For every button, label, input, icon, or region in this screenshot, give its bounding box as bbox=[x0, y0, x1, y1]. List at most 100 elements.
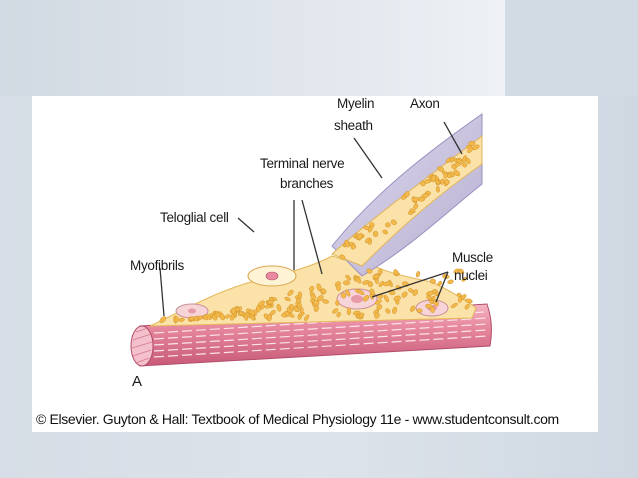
vesicle bbox=[296, 298, 302, 304]
vesicle bbox=[465, 157, 471, 165]
vesicle bbox=[464, 303, 470, 310]
vesicle bbox=[461, 162, 468, 168]
diagram-svg bbox=[130, 113, 492, 367]
vesicle bbox=[369, 293, 374, 300]
vesicle bbox=[444, 178, 450, 185]
vesicle bbox=[367, 281, 373, 288]
vesicle bbox=[435, 185, 440, 193]
vesicle bbox=[461, 277, 467, 282]
vesicle bbox=[225, 314, 231, 319]
vesicle bbox=[322, 299, 329, 304]
vesicle bbox=[297, 291, 303, 299]
vesicle bbox=[188, 316, 195, 321]
vesicle bbox=[458, 268, 465, 275]
vesicle bbox=[467, 146, 473, 154]
label-myofibrils: Myofibrils bbox=[130, 258, 185, 273]
vesicle bbox=[287, 289, 294, 297]
figure-caption: © Elsevier. Guyton & Hall: Textbook of M… bbox=[36, 411, 559, 427]
vesicle bbox=[415, 270, 421, 278]
vesicle bbox=[248, 309, 255, 316]
vesicle bbox=[457, 296, 463, 303]
vesicle bbox=[230, 314, 235, 321]
vesicle bbox=[362, 295, 370, 302]
label-myelin-sheath-line2: sheath bbox=[334, 118, 373, 133]
vesicle bbox=[256, 304, 261, 313]
vesicle bbox=[468, 140, 476, 146]
vesicle bbox=[174, 316, 179, 323]
vesicle bbox=[378, 280, 385, 288]
vesicle bbox=[410, 305, 416, 312]
vesicle bbox=[358, 312, 365, 318]
synaptic-vesicles bbox=[159, 140, 480, 324]
vesicle bbox=[382, 281, 391, 287]
vesicle bbox=[393, 295, 401, 302]
vesicle bbox=[269, 310, 276, 316]
vesicle bbox=[411, 196, 420, 202]
background-panel-right bbox=[505, 0, 638, 96]
axon bbox=[331, 134, 483, 267]
vesicle bbox=[346, 307, 351, 316]
vesicle bbox=[434, 179, 441, 185]
vesicle bbox=[365, 237, 370, 244]
vesicle bbox=[456, 292, 463, 298]
vesicle bbox=[413, 203, 419, 210]
vesicle bbox=[344, 239, 350, 248]
vesicle bbox=[332, 308, 339, 314]
vesicle bbox=[392, 306, 398, 314]
vesicle bbox=[437, 280, 443, 286]
vesicle bbox=[437, 166, 445, 172]
label-muscle-nuclei-line2: nuclei bbox=[454, 268, 488, 283]
vesicle bbox=[284, 296, 291, 302]
vesicle bbox=[450, 302, 458, 309]
vesicle bbox=[230, 307, 236, 315]
vesicle bbox=[412, 289, 418, 296]
vesicle bbox=[309, 286, 315, 292]
vesicle bbox=[385, 308, 391, 314]
label-terminal-line2: branches bbox=[280, 176, 334, 191]
vesicle bbox=[310, 294, 317, 300]
vesicle bbox=[447, 279, 454, 285]
vesicle bbox=[378, 268, 383, 275]
vesicle bbox=[383, 294, 389, 303]
neuromuscular-junction-figure: Myelin sheath Axon Terminal nerve branch… bbox=[32, 96, 598, 432]
background-panel bbox=[0, 0, 505, 96]
vesicle bbox=[284, 310, 290, 317]
vesicle bbox=[362, 280, 370, 285]
vesicle bbox=[264, 304, 271, 309]
vesicle bbox=[420, 180, 426, 187]
vesicle bbox=[345, 289, 351, 297]
vesicle bbox=[276, 303, 282, 312]
vesicle bbox=[376, 304, 383, 310]
vesicle bbox=[267, 299, 274, 305]
vesicle bbox=[345, 274, 351, 281]
vesicle bbox=[372, 274, 380, 279]
vesicle bbox=[316, 295, 324, 302]
vesicle bbox=[335, 300, 340, 306]
vesicle bbox=[238, 311, 245, 316]
vesicle bbox=[421, 193, 429, 198]
vesicle bbox=[455, 158, 462, 164]
vesicle bbox=[354, 277, 362, 284]
vesicle bbox=[340, 292, 347, 299]
label-myelin-sheath-line1: Myelin bbox=[337, 96, 375, 111]
vesicle bbox=[443, 172, 448, 179]
vesicle bbox=[366, 268, 373, 274]
vesicle bbox=[159, 316, 167, 323]
label-axon: Axon bbox=[410, 96, 440, 111]
vesicle bbox=[356, 232, 363, 240]
vesicle bbox=[304, 314, 310, 321]
vesicle bbox=[336, 311, 341, 318]
vesicle bbox=[430, 306, 435, 313]
vesicle bbox=[289, 304, 295, 310]
vesicle bbox=[433, 299, 439, 307]
vesicle bbox=[404, 191, 410, 198]
vesicle bbox=[343, 280, 351, 286]
vesicle bbox=[357, 289, 365, 296]
vesicle bbox=[390, 219, 397, 226]
panel-letter: A bbox=[132, 373, 142, 390]
leader-lines bbox=[159, 121, 463, 317]
vesicle bbox=[350, 244, 357, 250]
vesicle bbox=[393, 269, 399, 276]
vesicle bbox=[244, 314, 249, 321]
vesicle bbox=[336, 284, 341, 292]
